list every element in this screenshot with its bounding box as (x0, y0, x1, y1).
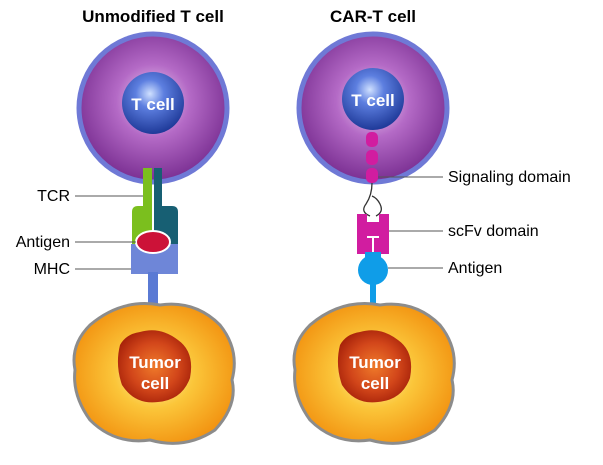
t-cell-nucleus (122, 72, 184, 134)
title-car-t-cell: CAR-T cell (330, 7, 416, 26)
antigen-right (358, 252, 388, 303)
label-scfv-domain: scFv domain (448, 223, 539, 240)
title-unmodified-t-cell: Unmodified T cell (82, 7, 224, 26)
tumor-cell-label-line2: cell (141, 374, 169, 393)
car-t-cell-label: T cell (351, 91, 394, 110)
right-tumor-cell-label-line1: Tumor (349, 353, 401, 372)
antigen-left (135, 230, 171, 254)
car-transmembrane-linker (363, 182, 382, 217)
tumor-cell-label-line1: Tumor (129, 353, 181, 372)
left-t-cell: T cell (76, 31, 230, 185)
label-antigen-left: Antigen (16, 234, 70, 251)
scfv-domain (357, 214, 389, 254)
right-t-cell: T cell (296, 31, 450, 185)
t-cell-label: T cell (131, 95, 174, 114)
signaling-domain (366, 132, 378, 183)
right-tumor-cell: Tumor cell (292, 302, 456, 445)
label-tcr: TCR (37, 188, 70, 205)
label-antigen-right: Antigen (448, 260, 502, 277)
left-tumor-cell: Tumor cell (72, 302, 236, 445)
label-mhc: MHC (34, 261, 70, 278)
car-t-cell-nucleus (342, 68, 404, 130)
label-signaling-domain: Signaling domain (448, 169, 571, 186)
right-tumor-cell-label-line2: cell (361, 374, 389, 393)
